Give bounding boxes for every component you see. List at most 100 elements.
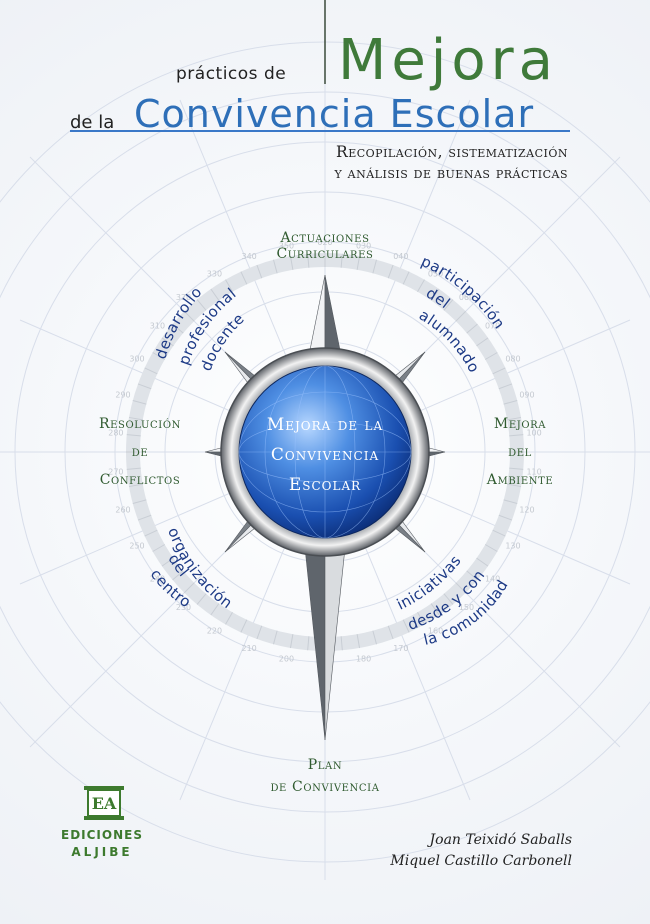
dial-tick: [132, 499, 147, 504]
dial-tick: [225, 279, 233, 293]
pre-title: prácticos de: [176, 64, 287, 84]
dial-number: 080: [505, 354, 520, 363]
dial-tick: [128, 416, 143, 421]
dial-tick: [402, 619, 410, 633]
dial-number: 130: [505, 542, 520, 551]
dial-tick: [484, 352, 498, 360]
dial-tick: [126, 434, 141, 437]
dial-tick: [507, 416, 522, 421]
dial-tick: [256, 625, 263, 640]
dial-tick: [443, 299, 454, 311]
dial-tick: [503, 499, 518, 504]
dial-tick: [126, 467, 141, 470]
dial-tick: [509, 467, 524, 470]
dial-number: 350: [279, 242, 294, 251]
dial-tick: [476, 557, 489, 567]
dial-number: 020: [317, 238, 332, 247]
dial-number: 110: [526, 467, 541, 476]
dial-tick: [183, 582, 195, 594]
dial-number: 090: [519, 391, 534, 400]
publisher-line-2: ALJIBE: [71, 845, 133, 859]
dial-tick: [443, 593, 454, 605]
dial-number: 070: [485, 321, 500, 330]
label-bottom-line1: Plan: [307, 757, 343, 773]
dial-tick: [484, 544, 498, 552]
dial-number: 180: [356, 654, 371, 663]
dial-tick: [476, 337, 489, 347]
publisher-line-1: EDICIONES: [61, 828, 143, 842]
dial-tick: [430, 288, 440, 301]
dial-number: 060: [459, 293, 474, 302]
dial-tick: [430, 603, 440, 616]
dial-number: 150: [459, 603, 474, 612]
dial-number: 290: [115, 391, 130, 400]
dial-tick: [340, 253, 343, 268]
label-top: Actuaciones Curriculares: [245, 230, 405, 262]
label-right-line2: del: [508, 444, 532, 460]
dial-tick: [196, 299, 207, 311]
subtitle: Convivencia Escolar: [134, 92, 535, 136]
label-bottom: Plan de Convivencia: [245, 754, 405, 798]
dial-number: 220: [207, 627, 222, 636]
label-left-line1: Resolución: [99, 416, 181, 432]
dial-tick: [256, 264, 263, 279]
dial-number: 030: [356, 242, 371, 251]
dial-tick: [498, 383, 513, 390]
dial-number: 140: [485, 575, 500, 584]
label-right: Mejora del Ambiente: [470, 410, 570, 494]
dial-number: 210: [241, 644, 256, 653]
dial-tick: [196, 593, 207, 605]
dial-tick: [210, 288, 220, 301]
dial-tick: [307, 253, 310, 268]
label-top-line1: Actuaciones: [280, 230, 370, 246]
dial-tick: [387, 264, 394, 279]
label-left-line2: de: [131, 444, 149, 460]
dial-tick: [289, 634, 294, 649]
label-left: Resolución de Conflictos: [80, 410, 200, 494]
dial-number: 330: [207, 269, 222, 278]
author-2: Miquel Castillo Carbonell: [390, 853, 572, 869]
dial-tick: [132, 400, 147, 405]
dial-tick: [137, 383, 152, 390]
label-right-line1: Mejora: [493, 416, 547, 432]
compass-dial-ticks: [126, 253, 524, 651]
dial-tick: [498, 514, 513, 521]
globe-line3: Escolar: [289, 475, 361, 495]
dial-number: 170: [393, 644, 408, 653]
label-right-line3: Ambiente: [486, 472, 554, 488]
dial-tick: [492, 529, 506, 537]
globe-grid: [238, 365, 412, 539]
dial-tick: [240, 271, 248, 285]
dial-tick: [356, 255, 361, 270]
dial-tick: [372, 259, 377, 274]
dial-tick: [144, 367, 158, 375]
dial-number: 160: [428, 627, 443, 636]
dial-tick: [503, 400, 518, 405]
arc-bottom-right: iniciativas desde y con la comunidad: [394, 552, 511, 649]
dial-number: 250: [129, 542, 144, 551]
dial-number: 240: [150, 575, 165, 584]
dial-number: 340: [241, 252, 256, 261]
globe-line2: Convivencia: [271, 445, 379, 465]
dial-tick: [466, 570, 478, 581]
dial-number: 320: [176, 293, 191, 302]
dial-tick: [161, 337, 174, 347]
dial-tick: [455, 582, 467, 594]
dial-number: 040: [393, 252, 408, 261]
dial-tick: [289, 255, 294, 270]
dial-number: 050: [428, 269, 443, 278]
dial-tick: [152, 352, 166, 360]
dial-tick: [492, 367, 506, 375]
dial-tick: [144, 529, 158, 537]
description-line-2: y análisis de buenas prácticas: [334, 164, 568, 182]
dial-tick: [466, 323, 478, 334]
dial-tick: [417, 279, 425, 293]
dial-tick: [340, 636, 343, 651]
dial-tick: [240, 619, 248, 633]
dial-tick: [356, 634, 361, 649]
dial-number: 300: [129, 354, 144, 363]
dial-tick: [161, 557, 174, 567]
